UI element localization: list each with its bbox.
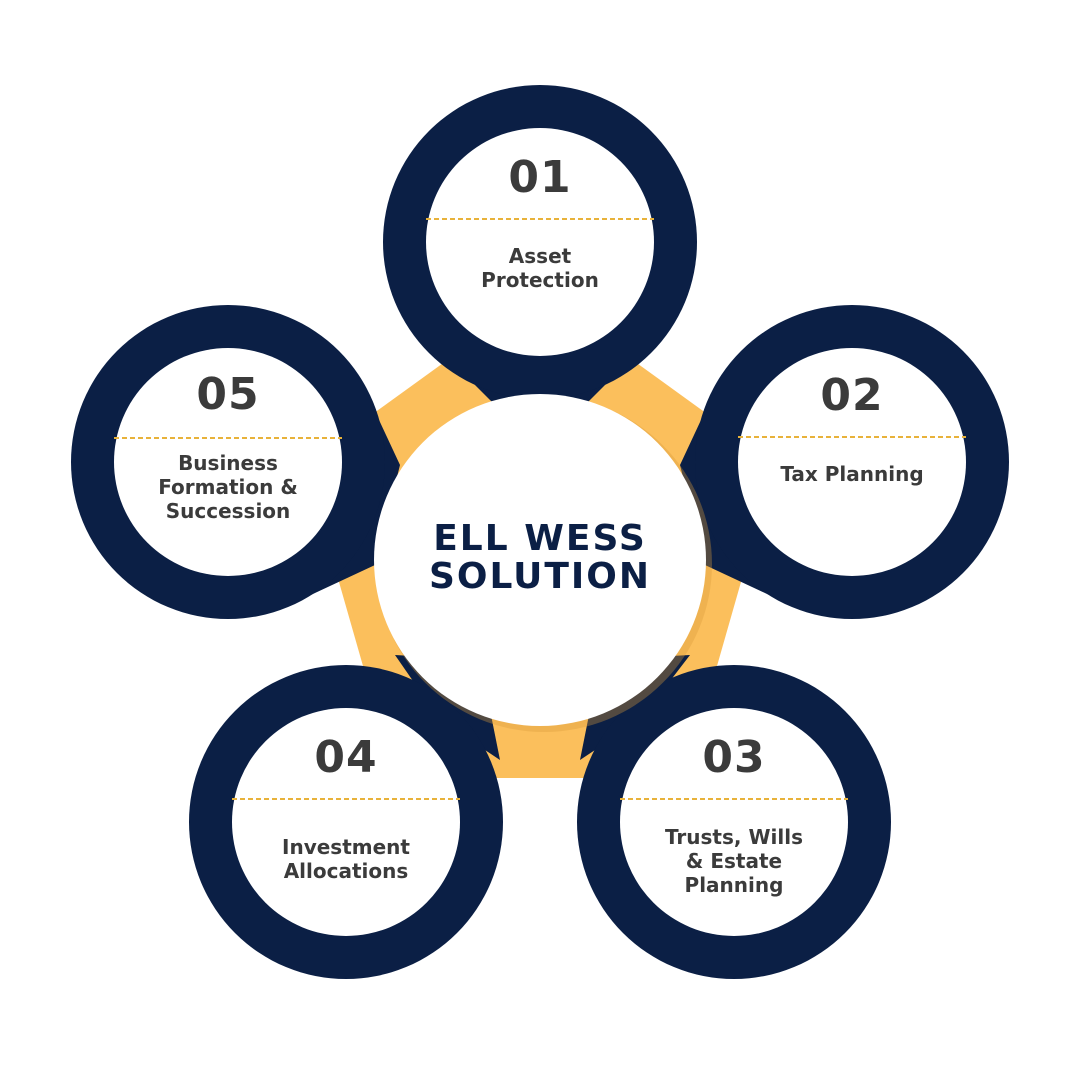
node-05: 05 Business Formation & Succession (128, 365, 328, 545)
node-02: 02 Tax Planning (752, 366, 952, 526)
node-04-number: 04 (314, 732, 378, 783)
node-04-label: Investment Allocations (282, 835, 410, 883)
node-02-number: 02 (820, 370, 884, 421)
node-01-shape (383, 85, 697, 410)
node-03-number: 03 (702, 732, 766, 783)
node-04: 04 Investment Allocations (246, 728, 446, 898)
node-01: 01 Asset Protection (440, 148, 640, 308)
center-title: ELL WESS SOLUTION (390, 520, 690, 596)
node-01-label: Asset Protection (481, 244, 599, 292)
center-circle (374, 394, 706, 726)
node-02-shape (680, 305, 1009, 619)
node-02-label: Tax Planning (780, 462, 924, 486)
node-05-label: Business Formation & Succession (158, 451, 298, 523)
center-title-line1: ELL WESS (433, 518, 647, 559)
node-03: 03 Trusts, Wills & Estate Planning (634, 728, 834, 908)
node-05-number: 05 (196, 369, 260, 420)
node-04-shape (189, 655, 503, 979)
node-01-number: 01 (508, 152, 572, 203)
node-03-label: Trusts, Wills & Estate Planning (664, 825, 803, 897)
center-title-line2: SOLUTION (428, 556, 652, 597)
